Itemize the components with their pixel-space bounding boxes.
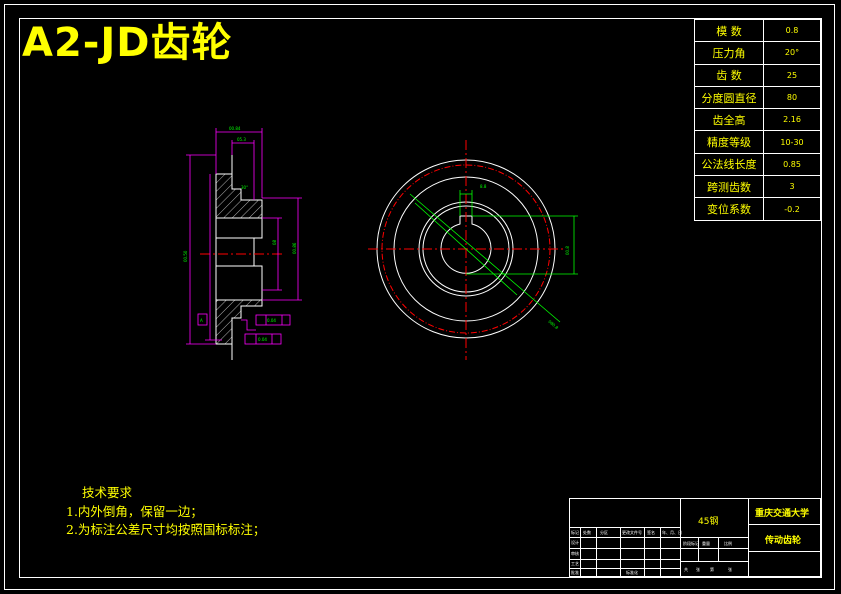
svg-text:00.86: 00.86 xyxy=(292,242,297,254)
row-label: 审核 xyxy=(571,551,579,556)
grid-label: 分区 xyxy=(600,530,608,535)
school-name: 重庆交通大学 xyxy=(755,509,810,519)
drawing-border-outer xyxy=(4,4,835,590)
sheet-label: 共 xyxy=(684,567,688,572)
front-view xyxy=(368,140,565,360)
grid-label: 年、月、日 xyxy=(662,530,682,535)
row-label: 设计 xyxy=(571,540,579,545)
part-name: 传动齿轮 xyxy=(765,536,802,546)
stage-label: 重量 xyxy=(702,541,710,546)
grid-label: 签名 xyxy=(647,530,655,535)
parameter-row: 变位系数-0.2 xyxy=(694,197,821,221)
grid-label: 处数 xyxy=(583,530,591,535)
parameter-label: 精度等级 xyxy=(694,130,764,154)
grid-label: 更改文件号 xyxy=(622,530,642,535)
drawing-title: A2-JD齿轮 xyxy=(22,20,233,66)
svg-text:A: A xyxy=(200,318,203,323)
svg-text:0.04: 0.04 xyxy=(267,318,276,323)
parameter-label: 跨测齿数 xyxy=(694,175,764,199)
row-label: 批准 xyxy=(571,570,579,575)
hatch-lower xyxy=(215,299,263,345)
svg-text:00.50: 00.50 xyxy=(183,250,188,262)
stage-label: 阶段标记 xyxy=(683,541,699,546)
parameter-value: -0.2 xyxy=(763,197,821,221)
front-dim-texts: 8.8 00.8 080.8 xyxy=(480,184,570,330)
stage-label: 比例 xyxy=(724,541,732,546)
technical-notes: 技术要求 1.内外倒角，保留一边； 2.为标注公差尺寸均按照国标标注； xyxy=(66,484,265,540)
svg-text:080.8: 080.8 xyxy=(547,319,559,330)
bore-with-keyway xyxy=(440,215,492,274)
svg-text:8.8: 8.8 xyxy=(480,184,487,189)
material-label: 45钢 xyxy=(698,517,719,527)
section-dim-texts: 00.84 05.3 30° 00.50 00.86 08 0.04 0.04 … xyxy=(183,126,297,342)
notes-heading: 技术要求 xyxy=(82,485,133,500)
sheet-label: 张 xyxy=(728,567,732,572)
drawing-border-inner xyxy=(19,18,822,578)
parameter-label: 公法线长度 xyxy=(694,152,764,177)
svg-text:08: 08 xyxy=(272,239,277,245)
hatch-upper xyxy=(215,173,263,219)
section-view xyxy=(200,155,282,360)
note-item: 1.内外倒角，保留一边； xyxy=(66,503,203,519)
parameter-label: 压力角 xyxy=(694,41,764,65)
note-item: 2.为标注公差尺寸均按照国标标注； xyxy=(66,522,266,537)
grid-label: 标记 xyxy=(571,530,579,535)
parameter-label: 齿 数 xyxy=(694,63,764,87)
std-label: 标准化 xyxy=(626,570,638,575)
title-block: 45钢 重庆交通大学 传动齿轮 标记 处数 分区 更改文件号 签名 年、月、日 … xyxy=(569,498,822,577)
sheet-label: 第 xyxy=(710,567,714,572)
front-dimensions xyxy=(409,190,578,323)
parameter-label: 齿全高 xyxy=(694,108,764,132)
section-dimensions xyxy=(186,128,302,345)
svg-text:00.8: 00.8 xyxy=(565,246,570,255)
svg-text:05.3: 05.3 xyxy=(237,137,246,142)
svg-text:00.84: 00.84 xyxy=(229,126,241,131)
sheet-label: 张 xyxy=(696,567,700,572)
row-label: 工艺 xyxy=(571,561,579,566)
svg-text:30°: 30° xyxy=(241,185,248,190)
svg-text:0.04: 0.04 xyxy=(258,337,267,342)
